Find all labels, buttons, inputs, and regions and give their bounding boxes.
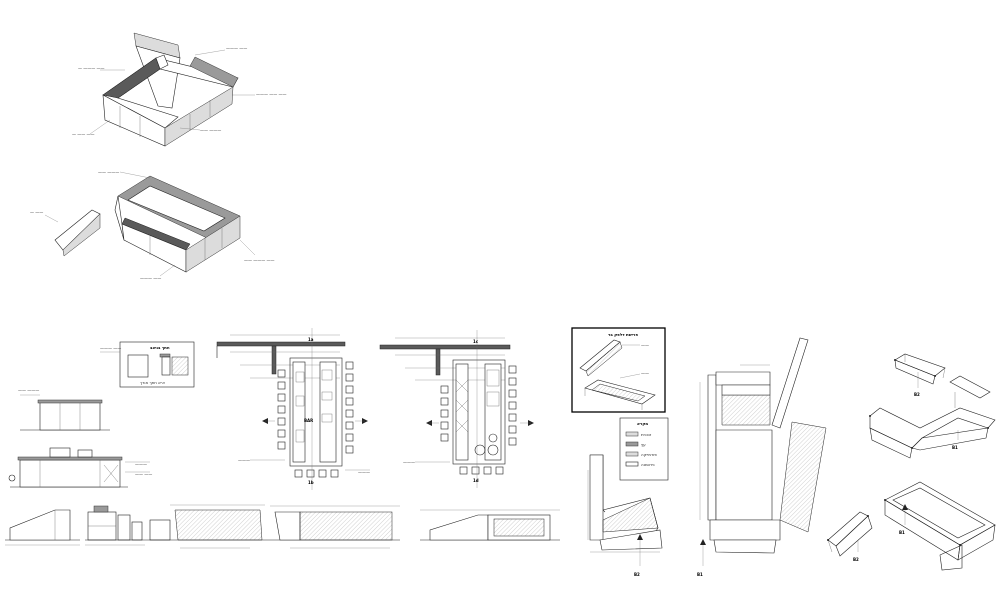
plan-right: 1c 1d ——— (379, 330, 534, 488)
bar-label: BAR (304, 418, 313, 423)
legend-title: מקרא (637, 421, 648, 426)
svg-text:——— ——: ——— —— (226, 46, 247, 51)
svg-text:——— ——: ——— —— (100, 346, 121, 351)
plan-left-marker-top: 1a (308, 337, 314, 342)
section-subtitle: א-א חתך אורך (140, 380, 165, 385)
b2-label-iso-bottom: B2 (853, 557, 859, 562)
bottom-elevation-1 (5, 509, 80, 546)
elevation-left-2: ——— —— —— (8, 447, 152, 488)
plan-left-marker-bottom: 1b (308, 480, 314, 485)
bottom-elevation-4 (270, 505, 400, 549)
svg-text:—— ———: —— ——— (200, 128, 221, 133)
iso-view-2: —— ——— — —— —— ——— —— ——— —— (30, 170, 275, 281)
legend: מקרא זכוכית עץ פורמייקה נירוסטה (619, 417, 669, 481)
svg-text:—— ——— ——: —— ——— —— (244, 258, 275, 263)
b1-label-panel: B1 (697, 572, 703, 577)
svg-text:—— ——: —— —— (135, 472, 152, 477)
unfolded-panel-b1: B1 (697, 337, 827, 577)
wireframe-iso-b2-bottom: B2 (827, 511, 873, 562)
svg-text:———: ——— (403, 460, 415, 465)
svg-text:———: ——— (238, 458, 250, 463)
svg-text:— ——— ——: — ——— —— (78, 66, 105, 71)
framed-iso-box: פרישת דלפק בר —— —— (571, 327, 666, 413)
plan-left: BAR 1a 1b ——— ——— (216, 328, 370, 490)
legend-item-1: עץ (641, 442, 646, 447)
svg-text:—— ———: —— ——— (98, 170, 119, 175)
plan-right-marker-top: 1c (473, 339, 479, 344)
svg-text:——: —— (641, 371, 649, 376)
elevation-left-1: —— ——— (18, 388, 110, 431)
b1-label-iso-bottom: B1 (899, 530, 905, 535)
plan-right-marker-bottom: 1d (473, 478, 479, 483)
legend-item-2: פורמייקה (641, 452, 657, 457)
section-detail-box: חתך בניצב א-א חתך אורך ——— —— (100, 341, 195, 388)
b2-label-panel: B2 (634, 572, 640, 577)
b2-label-iso-top: B2 (914, 392, 920, 397)
box-header: פרישת דלפק בר (608, 332, 638, 337)
svg-text:——— —— ——: ——— —— —— (256, 92, 287, 97)
svg-text:——: —— (641, 343, 649, 348)
section-title: חתך בניצב (150, 345, 170, 350)
b1-label-iso-top: B1 (952, 445, 958, 450)
bottom-elevation-3 (145, 504, 270, 549)
bottom-elevation-5 (420, 509, 560, 541)
legend-item-0: זכוכית (641, 432, 652, 437)
svg-text:———: ——— (135, 462, 147, 467)
svg-text:— ——: — —— (30, 210, 43, 215)
bottom-elevation-2 (85, 505, 145, 546)
legend-item-3: נירוסטה (641, 462, 655, 467)
svg-text:——— ——: ——— —— (140, 276, 161, 281)
unfolded-panel-b2: B2 (587, 454, 663, 577)
wireframe-iso-b1-top: B1 (869, 375, 996, 459)
iso-view-1: — ——— —— ——— —— ——— —— —— —— ——— — —— —— (72, 32, 287, 147)
wireframe-iso-b2-top: B2 (894, 353, 946, 397)
wireframe-iso-b1-bottom: B1 (884, 481, 996, 571)
svg-text:—— ———: —— ——— (18, 388, 39, 393)
svg-text:———: ——— (358, 470, 370, 475)
svg-text:— —— ——: — —— —— (72, 132, 95, 137)
